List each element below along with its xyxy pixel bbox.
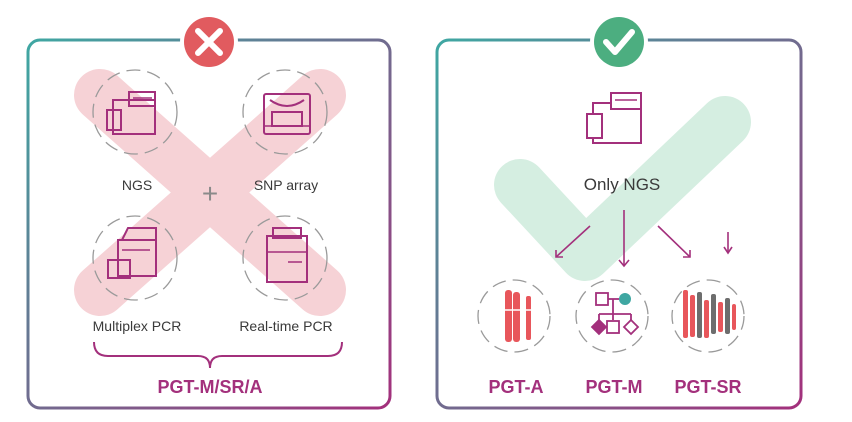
only-ngs-label: Only NGS <box>584 175 661 194</box>
item-label-real-time-pcr: Real-time PCR <box>239 318 332 334</box>
big-cross-mark <box>74 69 346 316</box>
cross-icon <box>195 28 223 56</box>
plus-sign: + <box>202 178 218 209</box>
item-label-snp-array: SNP array <box>254 177 318 193</box>
pgt-m-pedigree-icon <box>575 279 649 353</box>
item-label-multiplex-pcr: Multiplex PCR <box>93 318 182 334</box>
output-label-pgt-a: PGT-A <box>488 377 543 397</box>
item-label-ngs: NGS <box>122 177 152 193</box>
ngs-instrument-icon <box>92 69 178 155</box>
big-check-mark <box>494 96 751 281</box>
real-time-pcr-instrument-icon <box>242 215 328 301</box>
pgt-a-chromosome-icon <box>477 279 551 353</box>
output-label-pgt-m: PGT-M <box>586 377 643 397</box>
right-panel: Only NGS PGT-A <box>435 13 803 410</box>
summary-label: PGT-M/SR/A <box>157 377 262 397</box>
check-badge <box>590 13 648 71</box>
snp-array-instrument-icon <box>242 69 328 155</box>
only-ngs-instrument-icon <box>586 92 642 144</box>
summary-bracket <box>93 341 343 369</box>
multiplex-pcr-instrument-icon <box>92 215 178 301</box>
pgt-sr-chromosome-icon <box>671 279 745 353</box>
output-arrows <box>555 210 733 268</box>
cross-badge <box>180 13 238 71</box>
left-panel: NGS SNP array + Multiplex PCR <box>26 13 392 410</box>
output-label-pgt-sr: PGT-SR <box>674 377 741 397</box>
check-icon <box>603 29 635 55</box>
